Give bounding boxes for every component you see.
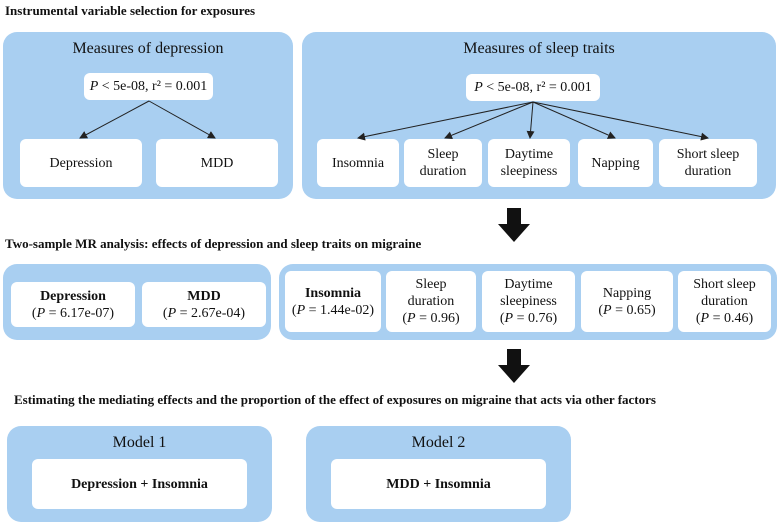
item-line1: Short sleep <box>676 147 740 162</box>
mr-napping-result-box: Napping(P = 0.65) <box>581 271 673 332</box>
p-symbol: P <box>167 305 177 321</box>
criterion-p-symbol: P <box>89 79 99 94</box>
p-value: = 0.96) <box>415 311 460 326</box>
connector-line <box>357 101 534 141</box>
connector-line <box>532 101 709 141</box>
depression-criterion-box: P < 5e-08, r² = 0.001 <box>84 73 213 100</box>
model-1-panel: Model 1 Depression + Insomnia <box>7 426 272 522</box>
p-value: = 0.76) <box>513 311 558 326</box>
exposure-name: Short sleep <box>693 277 756 292</box>
connector-line <box>79 100 150 139</box>
model-1-title: Model 1 <box>112 434 167 451</box>
item-line1: Sleep <box>427 147 459 162</box>
model-2-content-box: MDD + Insomnia <box>331 459 546 509</box>
model-2-title: Model 2 <box>411 434 466 451</box>
p-symbol: P <box>504 311 514 326</box>
p-symbol: P <box>407 311 416 326</box>
napping-item-box: Napping <box>578 139 653 187</box>
connector-line <box>532 101 616 139</box>
criterion-threshold: < 5e-08, r² = 0.001 <box>98 79 208 94</box>
connector-line <box>444 101 534 140</box>
paren-open: ( <box>598 302 604 318</box>
mediation-heading: Estimating the mediating effects and the… <box>14 392 656 407</box>
daytime-sleepiness-item-box: Daytime sleepiness <box>488 139 570 187</box>
sleep-panel-title: Measures of sleep traits <box>463 40 615 57</box>
depression-measures-panel: Measures of depression P < 5e-08, r² = 0… <box>3 32 293 199</box>
p-symbol: P <box>36 305 46 321</box>
model-2-content: MDD + Insomnia <box>386 476 491 492</box>
paren-open: ( <box>499 311 505 326</box>
p-symbol: P <box>700 311 710 326</box>
exposure-name-line2: sleepiness <box>500 294 557 309</box>
mr-daytime-sleepiness-result-box: Daytime sleepiness (P = 0.76) <box>482 271 575 332</box>
model-1-content-box: Depression + Insomnia <box>32 459 247 509</box>
exposure-name-line2: duration <box>701 294 748 309</box>
exposure-name-line2: duration <box>407 294 455 309</box>
mr-short-sleep-duration-result-box: Short sleep duration(P = 0.46) <box>678 271 771 332</box>
mr-analysis-heading: Two-sample MR analysis: effects of depre… <box>5 236 422 251</box>
p-value: = 1.44e-02) <box>305 302 375 318</box>
paren-open: ( <box>162 305 168 321</box>
p-value: = 0.65) <box>611 302 656 318</box>
exposure-name: Insomnia <box>304 285 361 301</box>
item-line1: Napping <box>591 155 640 171</box>
mr-insomnia-result-box: Insomnia (P = 1.44e-02) <box>285 271 381 332</box>
p-value: = 2.67e-04) <box>176 305 246 321</box>
mr-mdd-result-box: MDD (P = 2.67e-04) <box>142 282 266 327</box>
p-value: = 0.46) <box>709 311 754 326</box>
exposure-name: Daytime <box>504 277 553 292</box>
p-symbol: P <box>296 302 306 318</box>
model-2-panel: Model 2 MDD + Insomnia <box>306 426 571 522</box>
insomnia-item-box: Insomnia <box>317 139 399 187</box>
item-line2: duration <box>419 164 467 179</box>
connector-line <box>526 101 535 139</box>
iv-selection-heading: Instrumental variable selection for expo… <box>5 3 256 18</box>
item-line2: duration <box>684 164 732 179</box>
paren-open: ( <box>695 311 701 326</box>
exposure-name: Depression <box>40 288 106 304</box>
sleep-criterion-box: P < 5e-08, r² = 0.001 <box>466 74 600 101</box>
sleep-duration-item-box: Sleep duration <box>404 139 482 187</box>
mr-sleep-duration-result-box: Sleep duration (P = 0.96) <box>386 271 476 332</box>
flow-arrow-down <box>498 349 530 383</box>
mr-depression-panel: Depression(P = 6.17e-07) MDD(P = 2.67e-0… <box>3 264 271 340</box>
p-symbol: P <box>603 302 612 318</box>
depression-item-label: Depression <box>49 155 113 171</box>
sleep-traits-panel: Measures of sleep traits P < 5e-08, r² =… <box>302 32 776 199</box>
paren-open: ( <box>31 305 37 321</box>
criterion-threshold: < 5e-08, r² = 0.001 <box>482 80 592 95</box>
flow-arrow-down <box>498 208 530 242</box>
item-line2: sleepiness <box>500 164 558 179</box>
exposure-name: MDD <box>187 288 221 304</box>
item-line1: Insomnia <box>331 155 385 171</box>
paren-open: ( <box>402 311 408 326</box>
mdd-item-box: MDD <box>156 139 278 187</box>
depression-panel-title: Measures of depression <box>72 40 224 57</box>
paren-open: ( <box>291 302 297 318</box>
depression-item-box: Depression <box>20 139 142 187</box>
criterion-p-symbol: P <box>474 80 483 95</box>
mdd-item-label: MDD <box>200 155 234 171</box>
connector-line <box>148 100 216 139</box>
exposure-name: Napping <box>602 285 652 301</box>
mr-depression-result-box: Depression(P = 6.17e-07) <box>11 282 135 327</box>
model-1-content: Depression + Insomnia <box>71 476 208 492</box>
exposure-name: Sleep <box>415 277 447 292</box>
item-line1: Daytime <box>504 147 554 162</box>
short-sleep-duration-item-box: Short sleep duration <box>659 139 757 187</box>
p-value: = 6.17e-07) <box>45 305 115 321</box>
